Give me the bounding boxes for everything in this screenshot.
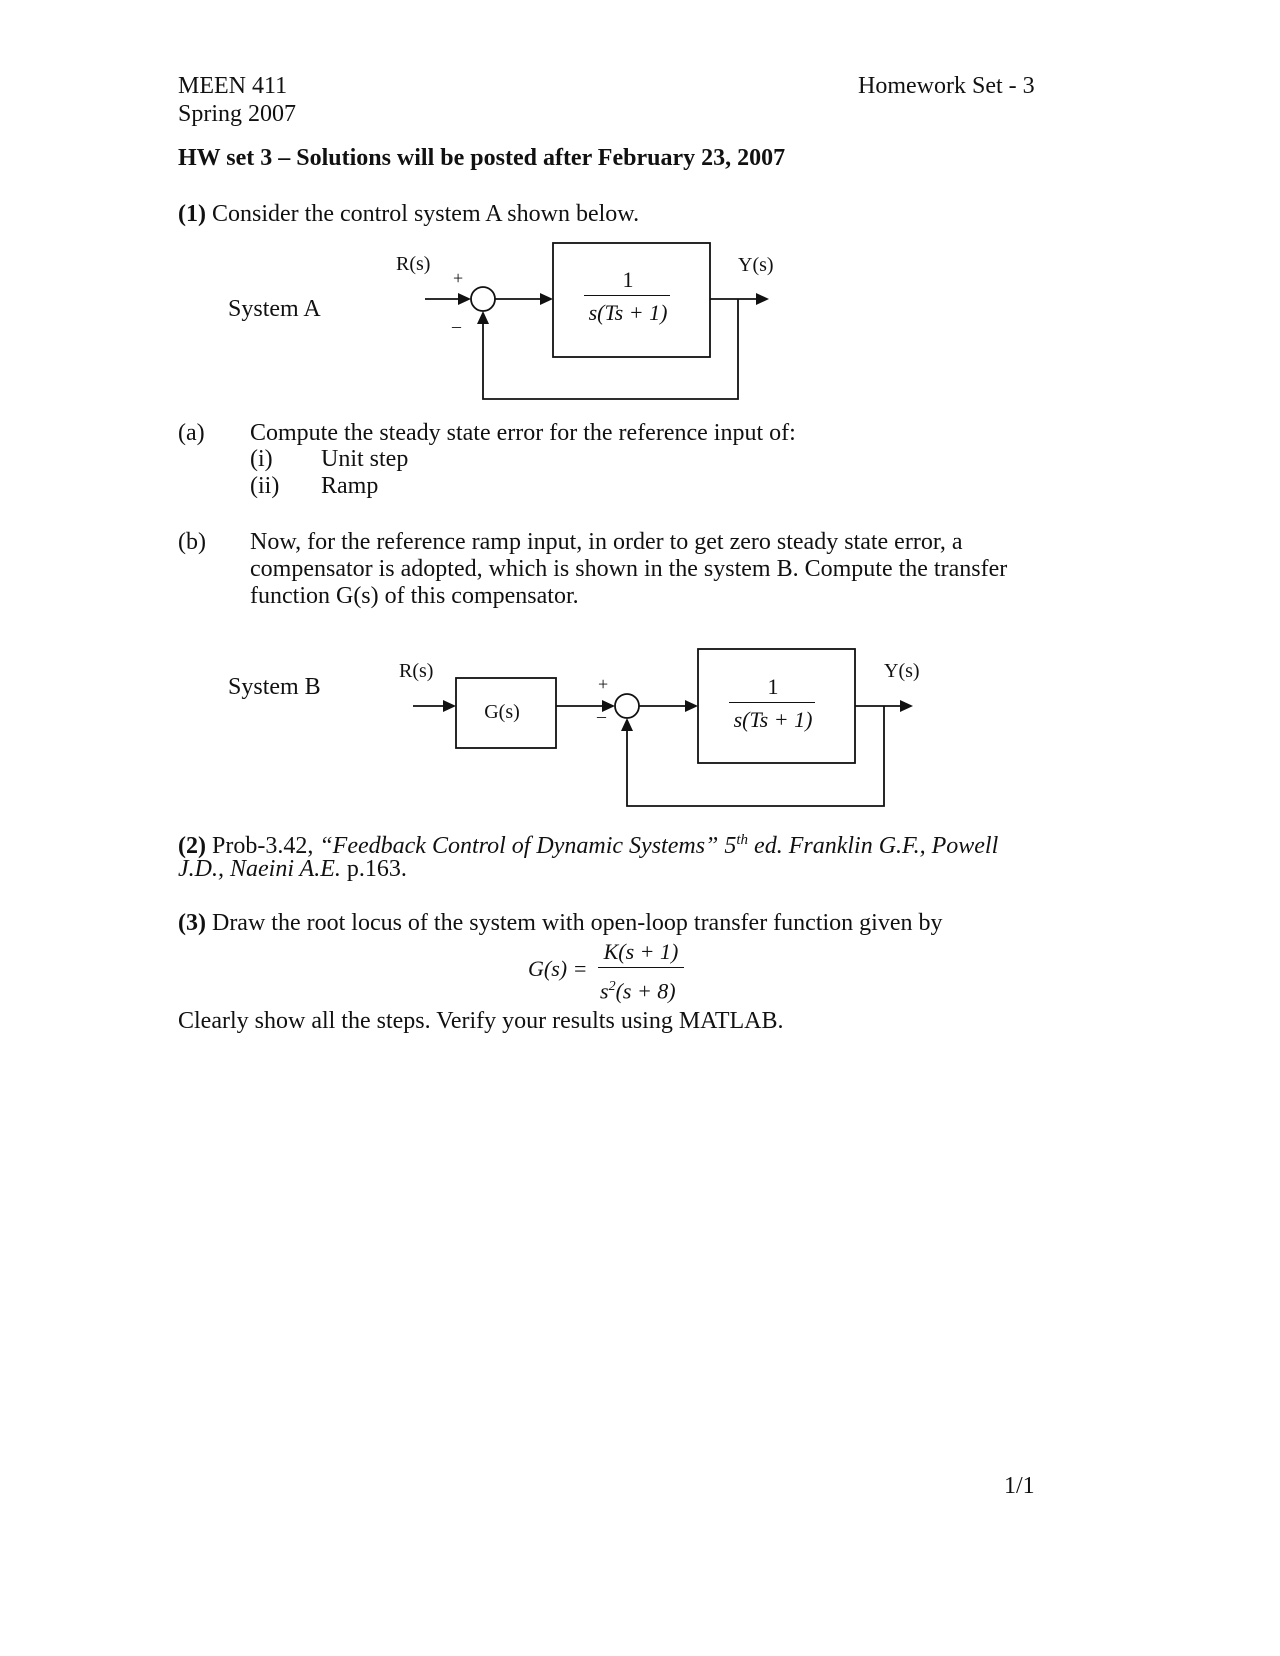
part-a-item-marker: (i) bbox=[250, 446, 273, 472]
problem3-den-base: s bbox=[600, 978, 609, 1004]
system-a-numerator: 1 bbox=[622, 267, 634, 292]
problem3-equation-lhs: G(s) = bbox=[528, 956, 588, 981]
system-b-minus-sign: – bbox=[597, 706, 606, 726]
course-code: MEEN 411 bbox=[178, 73, 288, 99]
problem2-edition-superscript: th bbox=[736, 832, 749, 848]
system-b-plus-sign: + bbox=[598, 674, 609, 694]
part-a-marker: (a) bbox=[178, 420, 205, 446]
system-a-output-label: Y(s) bbox=[738, 254, 774, 276]
problem2-page-ref: p.163. bbox=[340, 856, 407, 882]
system-b-output-label: Y(s) bbox=[884, 660, 920, 682]
system-a-label: System A bbox=[228, 296, 321, 322]
problem2-line2: J.D., Naeini A.E. p.163. bbox=[178, 855, 407, 883]
problem2-book-title: “Feedback Control of Dynamic Systems” 5 bbox=[319, 833, 737, 859]
part-a-text: Compute the steady state error for the r… bbox=[250, 420, 796, 446]
system-a-minus-sign: – bbox=[452, 316, 461, 336]
problem2-number: (2) bbox=[178, 833, 206, 859]
problem3-footer-text: Clearly show all the steps. Verify your … bbox=[178, 1008, 784, 1034]
problem2-line1: (2) Prob-3.42, “Feedback Control of Dyna… bbox=[178, 826, 998, 860]
problem2-prefix: Prob-3.42, bbox=[211, 833, 314, 859]
part-a-item-marker: (ii) bbox=[250, 473, 280, 499]
system-b-input-label: R(s) bbox=[399, 660, 434, 682]
problem1-number: (1) bbox=[178, 201, 206, 227]
part-b-line: compensator is adopted, which is shown i… bbox=[250, 556, 1008, 582]
system-a-fraction-bar bbox=[584, 295, 670, 296]
problem3-text: Draw the root locus of the system with o… bbox=[211, 910, 943, 936]
compensator-block-label: G(s) bbox=[484, 701, 520, 723]
system-a-input-label: R(s) bbox=[396, 253, 431, 275]
problem3-den-rest: (s + 8) bbox=[615, 978, 676, 1004]
system-b-denominator: s(Ts + 1) bbox=[733, 707, 813, 732]
homework-set-label: Homework Set - 3 bbox=[858, 73, 1035, 99]
problem3-equation-denominator: s2(s + 8) bbox=[600, 974, 676, 1004]
system-a-denominator: s(Ts + 1) bbox=[588, 300, 668, 325]
problem3-number: (3) bbox=[178, 910, 206, 936]
problem1-text: Consider the control system A shown belo… bbox=[211, 201, 640, 227]
problem2-authors-line1: ed. Franklin G.F., Powell bbox=[748, 833, 999, 859]
system-b-numerator: 1 bbox=[767, 674, 779, 699]
system-b-fraction-bar bbox=[729, 702, 815, 703]
page-number: 1/1 bbox=[1004, 1473, 1035, 1499]
page-title: HW set 3 – Solutions will be posted afte… bbox=[178, 145, 786, 171]
part-b-line: function G(s) of this compensator. bbox=[250, 583, 579, 609]
problem3-intro: (3) Draw the root locus of the system wi… bbox=[178, 909, 942, 937]
problem3-equation-numerator: K(s + 1) bbox=[603, 939, 679, 964]
problem3-fraction-bar bbox=[598, 967, 684, 968]
part-a-item-text: Unit step bbox=[321, 446, 409, 472]
system-a-plus-sign: + bbox=[453, 268, 464, 288]
part-a-item-text: Ramp bbox=[321, 473, 379, 499]
part-b-marker: (b) bbox=[178, 529, 206, 555]
part-b-line: Now, for the reference ramp input, in or… bbox=[250, 529, 963, 555]
system-b-label: System B bbox=[228, 674, 321, 700]
problem3-den-exponent: 2 bbox=[608, 979, 616, 994]
problem2-authors-line2: J.D., Naeini A.E. bbox=[178, 856, 341, 882]
term: Spring 2007 bbox=[178, 101, 297, 127]
problem1-intro: (1) Consider the control system A shown … bbox=[178, 200, 639, 228]
